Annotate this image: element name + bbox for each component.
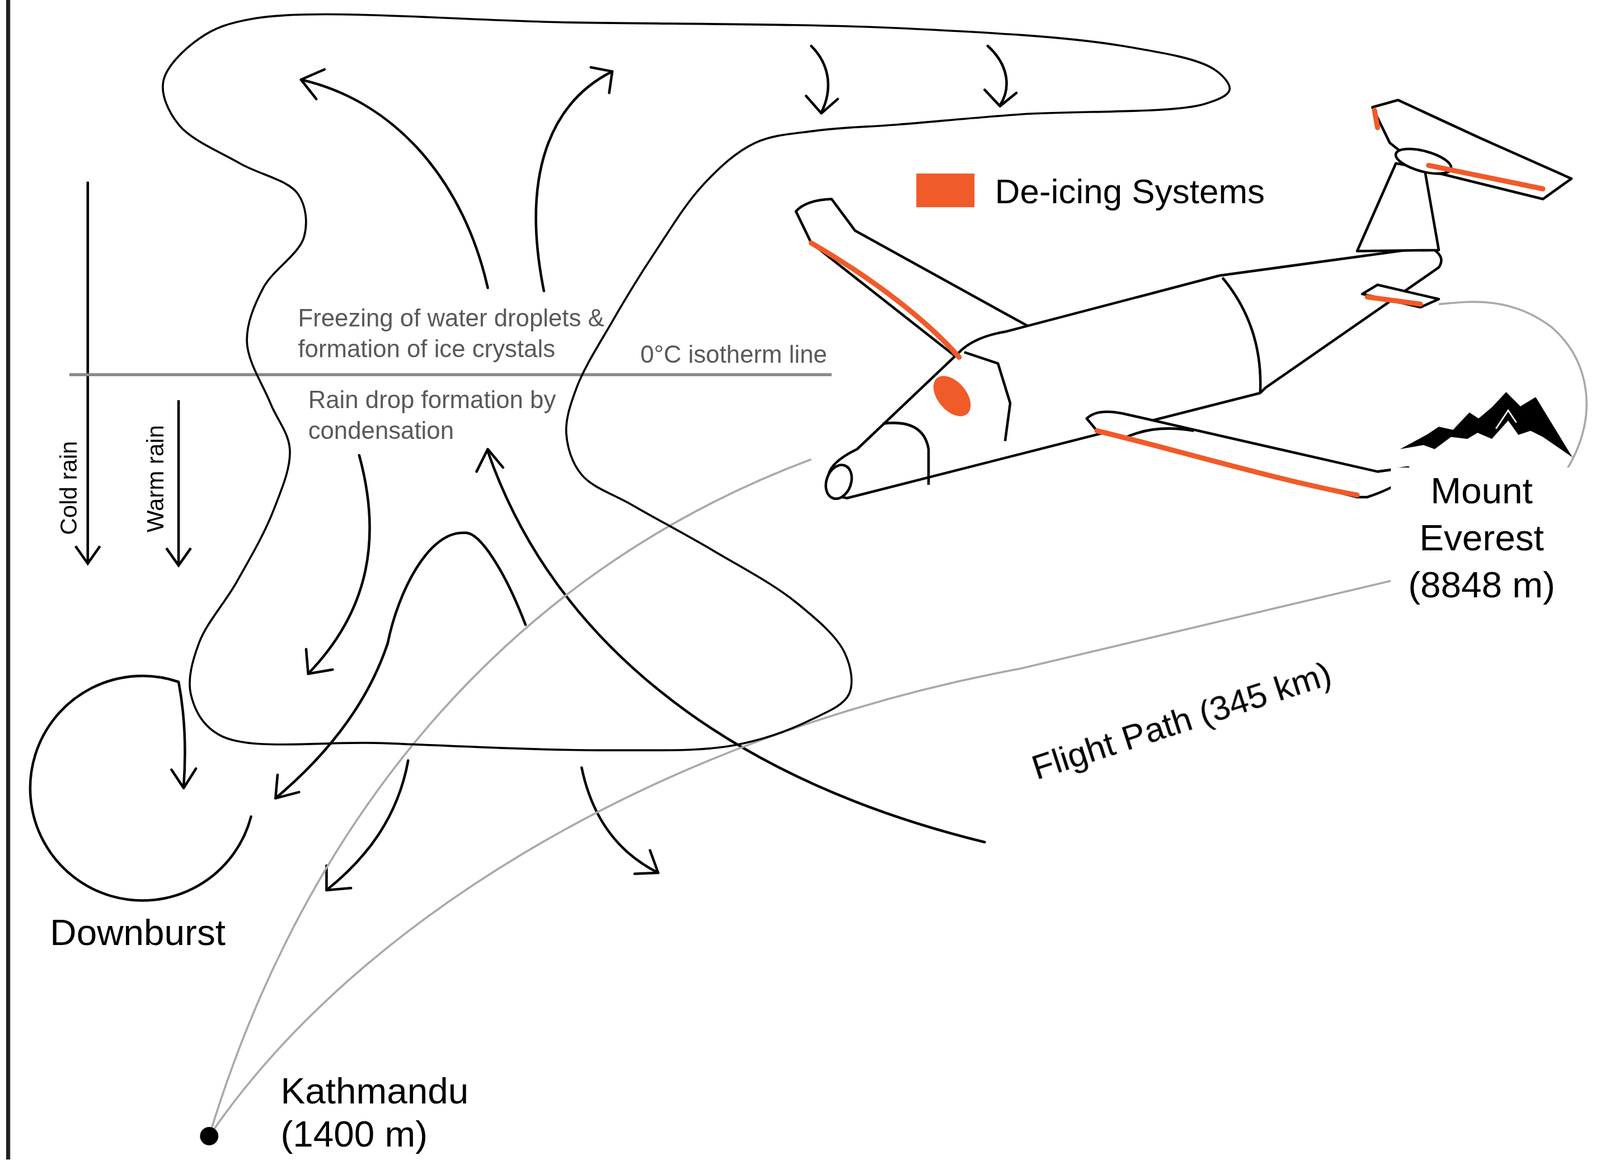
tail-fin [1357, 163, 1439, 252]
arrow-head [476, 448, 504, 472]
downdraft-arrow [811, 45, 829, 113]
cloud-outline [158, 15, 1241, 755]
deicing-edge [1428, 165, 1543, 189]
horizontal-stabilizer [1362, 284, 1439, 308]
legend-text: De-icing Systems [995, 170, 1265, 211]
snow-line [1495, 410, 1517, 429]
arrow-head [805, 95, 838, 114]
arrow-head [301, 69, 325, 100]
arrow-head [326, 865, 351, 890]
flight-path-line [209, 459, 812, 1137]
arrow-head [166, 547, 191, 566]
arrow-head [590, 67, 613, 93]
mountain-shape [1400, 391, 1573, 458]
deicing-engine-inlet [926, 368, 979, 424]
deicing-edge [1096, 430, 1358, 495]
arrow-head [306, 649, 333, 674]
deicing-edge [1367, 297, 1421, 305]
isotherm-line [69, 372, 832, 376]
process-note: Freezing of water droplets & formation o… [297, 303, 624, 365]
panel-line [964, 352, 1011, 441]
tail-stabilizer [1372, 100, 1572, 200]
deicing-edges [811, 110, 1543, 495]
city-dot [199, 1126, 219, 1146]
updraft-arrow [301, 79, 489, 288]
panel-line [1222, 277, 1261, 393]
outflow-arrow [326, 759, 408, 890]
arrow-head [634, 850, 659, 874]
storm-cloud: Freezing of water droplets & formation o… [158, 15, 1241, 755]
annotation-label: Mount Everest (8848 m) [1390, 467, 1573, 609]
updraft-arrow [536, 71, 613, 292]
fuselage [828, 246, 1442, 499]
inflow-arrow [488, 451, 985, 842]
cloud-shape [162, 14, 1230, 751]
legend-swatch [916, 173, 975, 208]
arrow-head [171, 768, 196, 788]
arrow-head [984, 89, 1017, 106]
panel-line [882, 422, 929, 485]
arrow-head [275, 774, 299, 799]
mountain-icon [1400, 391, 1573, 458]
arrow-head [75, 545, 101, 563]
annotation-label: Flight Path (345 km) [1023, 650, 1341, 790]
deicing-edge [1374, 110, 1378, 128]
warm-rain-arrow [177, 400, 181, 564]
outflow-arrow [581, 767, 659, 873]
deicing-edge [811, 242, 960, 358]
process-note: Rain drop formation by condensation [308, 384, 635, 446]
downdraft-arrow [308, 454, 370, 674]
frame-border [6, 0, 11, 1160]
downburst-swirl [30, 675, 252, 900]
annotation-label: Kathmandu (1400 m) [280, 1069, 485, 1156]
annotation-label: 0°C isotherm line [640, 339, 828, 369]
nose-cone [821, 461, 857, 502]
airplane [795, 100, 1572, 503]
annotation-label: Warm rain [141, 424, 170, 533]
cold-rain-arrow [86, 181, 90, 562]
near-wing [1086, 411, 1409, 497]
tail-engine [1393, 143, 1454, 179]
annotation-label: Downburst [49, 909, 226, 954]
annotation-label: Cold rain [54, 440, 83, 536]
